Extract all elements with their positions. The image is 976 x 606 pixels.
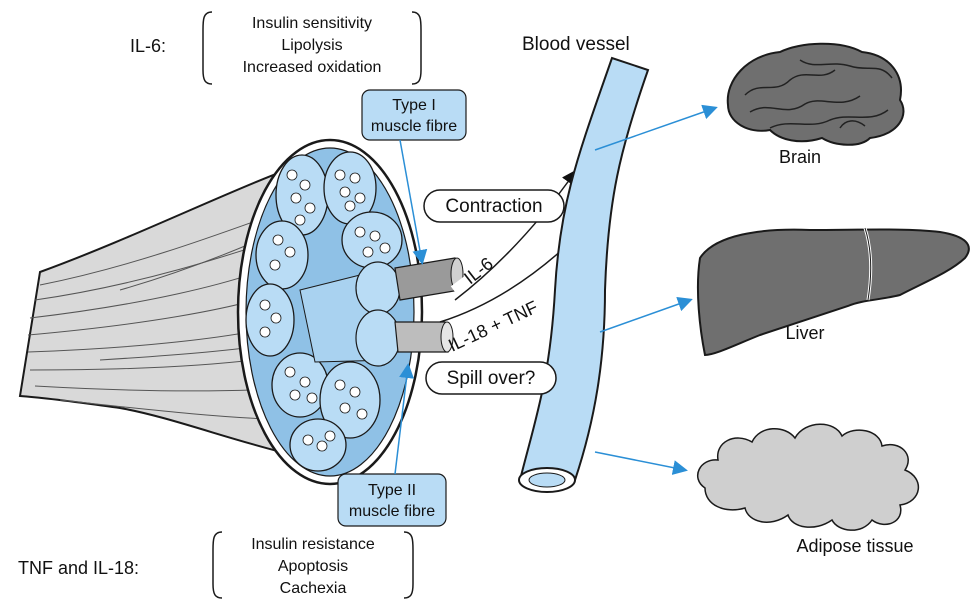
adipose-arrow (595, 452, 685, 470)
type1-box: Type I muscle fibre (362, 90, 466, 140)
il6-effect-1: Insulin sensitivity (252, 15, 372, 32)
tnf-effect-3: Cachexia (280, 580, 347, 597)
liver-arrow (600, 300, 690, 332)
type2-line1: Type II (368, 482, 416, 499)
adipose-label: Adipose tissue (796, 536, 913, 556)
type2-box: Type II muscle fibre (338, 474, 446, 526)
adipose-tissue-icon (698, 424, 919, 530)
il6-effect-3: Increased oxidation (243, 59, 382, 76)
contraction-callout: Contraction (424, 190, 564, 222)
tnf-effects-block: TNF and IL-18: Insulin resistance Apopto… (18, 532, 413, 598)
spillover-label: Spill over? (447, 368, 536, 389)
brain-label: Brain (779, 147, 821, 167)
type1-line2: muscle fibre (371, 118, 457, 135)
blood-vessel-label: Blood vessel (522, 34, 630, 55)
brain-icon (728, 44, 904, 145)
tnf-effect-1: Insulin resistance (251, 536, 375, 553)
liver-label: Liver (785, 323, 824, 343)
tnf-effect-2: Apoptosis (278, 558, 348, 575)
il6-effects-block: IL-6: Insulin sensitivity Lipolysis Incr… (130, 12, 421, 84)
il6-block-label: IL-6: (130, 36, 166, 56)
il18-flow-label: IL-18 + TNF (445, 297, 541, 356)
contraction-label: Contraction (445, 196, 542, 217)
il6-effect-2: Lipolysis (281, 37, 342, 54)
spillover-callout: Spill over? (426, 362, 556, 394)
type2-line2: muscle fibre (349, 503, 435, 520)
liver-icon (698, 228, 969, 355)
blood-vessel (519, 58, 648, 492)
muscle-cross-section (238, 140, 422, 484)
tnf-block-label: TNF and IL-18: (18, 558, 139, 578)
type1-line1: Type I (392, 97, 436, 114)
